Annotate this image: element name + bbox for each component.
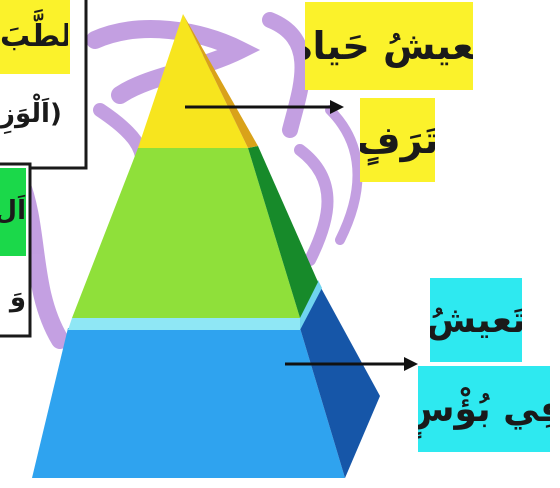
swirl-stroke-5 [294, 144, 334, 266]
left-label-4: وَ [9, 283, 26, 313]
top-label-box-1 [305, 2, 473, 90]
top-label-box-2 [360, 98, 435, 182]
label-luxury-line1: تَعيشُ حَياةَ [305, 24, 473, 68]
pyramid-band-front [68, 318, 300, 330]
left-label-2: (اَلْوَزِ [0, 99, 62, 129]
left-box-fill-3 [0, 168, 26, 256]
pyramid-bottom-front [32, 328, 345, 478]
swirl-stroke-1 [86, 20, 261, 104]
arrow-top [185, 100, 344, 114]
pyramid-middle-side [248, 146, 318, 318]
left-label-3: اَل [0, 196, 26, 226]
pyramid-middle-front [72, 148, 300, 318]
label-luxury-line2: تَرَفٍ [360, 118, 435, 162]
pyramid-band-side [300, 280, 322, 330]
bottom-label-box-2 [418, 366, 550, 452]
left-label-1: اَلطَّبَ [0, 18, 68, 54]
arrow-bottom [285, 357, 418, 371]
pyramid-top-side [183, 14, 258, 148]
label-poverty-line2: فِي بُؤْسٍ [418, 388, 550, 430]
label-poverty-line1: تَعيشُ [430, 299, 522, 341]
pyramid-bottom-side [300, 286, 380, 478]
left-box-fill-1 [0, 0, 70, 74]
swirl-stroke-3 [262, 12, 311, 138]
bottom-label-box-1 [430, 278, 522, 362]
pyramid-top-front [138, 14, 248, 148]
swirl-stroke-6 [325, 105, 363, 245]
